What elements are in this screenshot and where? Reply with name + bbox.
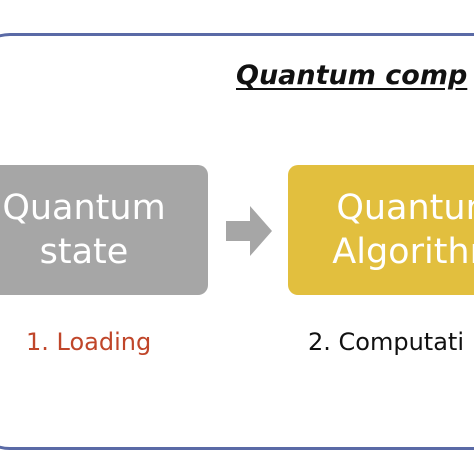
step-computation-label: 2. Computati [308,328,464,356]
quantum-algorithm-line1: Quantum [336,188,474,228]
step-loading-label: 1. Loading [26,328,152,356]
quantum-state-line2: state [39,232,129,272]
quantum-state-box: Quantum state [0,165,208,295]
rounded-frame [0,33,474,450]
quantum-algorithm-line2: Algorithm [332,232,474,272]
quantum-algorithm-box: Quantum Algorithm [288,165,474,295]
diagram-title: Quantum comp [236,60,468,91]
quantum-state-line1: Quantum [2,188,166,228]
right-arrow-icon [226,206,272,256]
